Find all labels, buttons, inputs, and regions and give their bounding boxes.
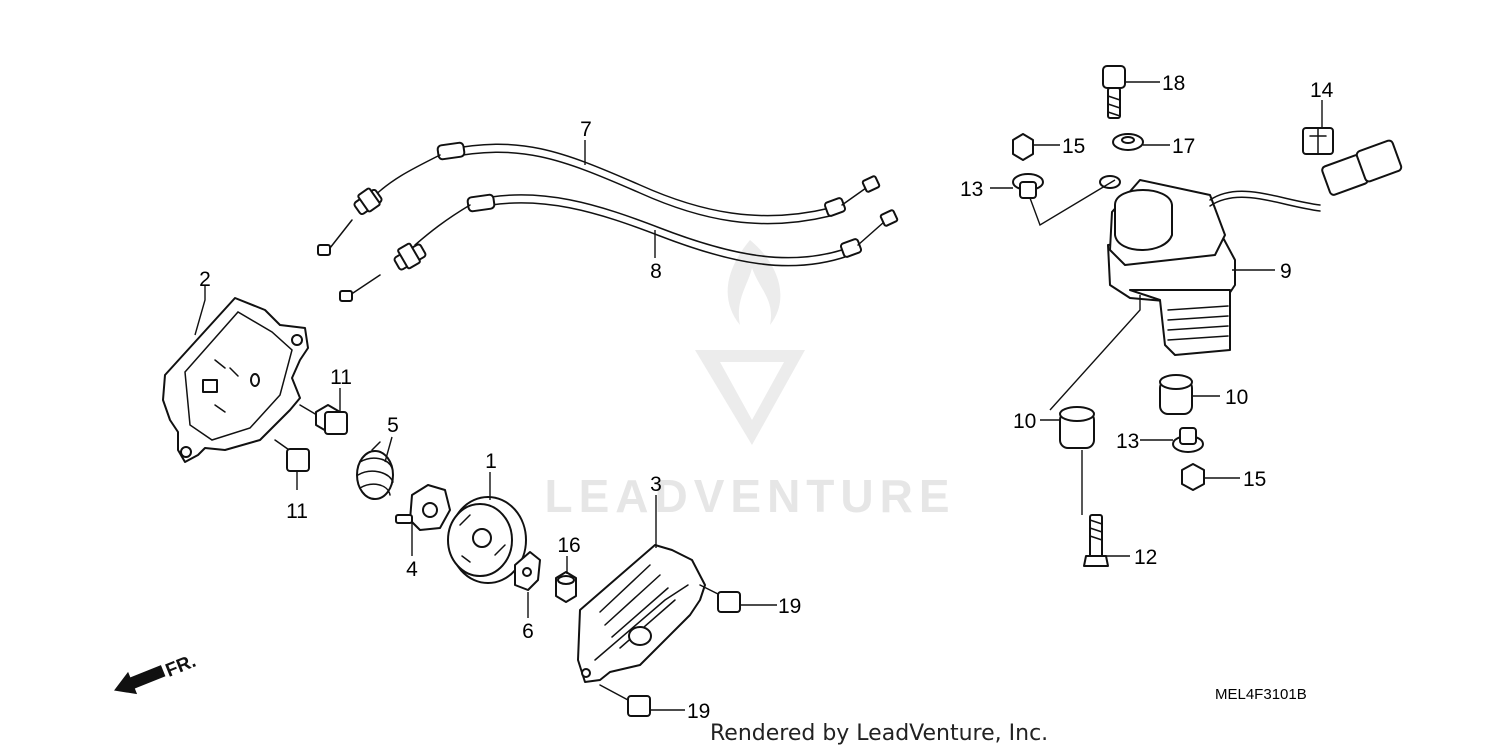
bolt-19-right [699, 584, 741, 613]
cable-8 [339, 193, 899, 302]
bolt-11-upper [299, 404, 348, 435]
callout-10-right: 10 [1225, 386, 1248, 409]
callout-6: 6 [522, 620, 534, 643]
callout-4: 4 [406, 558, 418, 581]
bolt-11-lower [274, 439, 310, 472]
collar-13-upper [1012, 173, 1044, 199]
callout-15-upper: 15 [1062, 135, 1085, 158]
callout-2: 2 [199, 268, 211, 291]
rubber-10-left [1059, 406, 1095, 449]
leader-lines [194, 81, 1323, 711]
bolt-18 [1102, 65, 1126, 119]
callout-19-bottom: 19 [687, 700, 710, 723]
collar-13-lower [1172, 427, 1204, 453]
watermark-text: LEADVENTURE [544, 470, 955, 522]
callout-11-upper: 11 [330, 366, 352, 389]
bolt-12 [1083, 514, 1109, 567]
front-label: FR. [163, 651, 199, 682]
plate-4 [395, 484, 451, 531]
callout-10-left: 10 [1013, 410, 1036, 433]
spring-5 [356, 441, 394, 500]
rendered-by-credit: Rendered by LeadVenture, Inc. [710, 721, 1048, 746]
callouts: 2 11 11 5 4 1 6 16 3 7 8 9 10 10 12 13 1… [199, 72, 1334, 723]
diagram-code: MEL4F3101B [1215, 686, 1307, 703]
pulley-1 [447, 496, 527, 584]
callout-5: 5 [387, 414, 399, 437]
plate-6 [514, 551, 541, 591]
callout-15-lower: 15 [1243, 468, 1266, 491]
cable-7 [317, 141, 881, 256]
arrow-left-icon [114, 665, 166, 695]
callout-16: 16 [557, 534, 580, 557]
callout-7: 7 [580, 118, 592, 141]
callout-12: 12 [1134, 546, 1157, 569]
washer-17 [1112, 133, 1144, 151]
callout-9: 9 [1280, 260, 1292, 283]
bolt-19-bottom [599, 684, 651, 717]
callout-13-upper: 13 [960, 178, 983, 201]
clip-14 [1302, 127, 1334, 155]
front-direction-indicator: FR. [114, 651, 199, 695]
bracket-3 [577, 544, 706, 683]
callout-11-lower: 11 [286, 500, 308, 523]
callout-3: 3 [650, 473, 662, 496]
actuator-9 [1099, 139, 1403, 356]
callout-19-right: 19 [778, 595, 801, 618]
cover-2 [162, 297, 309, 463]
callout-8: 8 [650, 260, 662, 283]
callout-17: 17 [1172, 135, 1195, 158]
callout-13-lower: 13 [1116, 430, 1139, 453]
callout-18: 18 [1162, 72, 1185, 95]
rubber-10-right [1159, 374, 1193, 415]
nut-15-upper [1012, 133, 1034, 161]
watermark: LEADVENTURE [544, 240, 955, 522]
nut-15-lower [1181, 463, 1205, 491]
nut-16 [555, 571, 577, 603]
callout-14: 14 [1310, 79, 1334, 102]
watermark-logo-icon [695, 240, 805, 445]
callout-1: 1 [485, 450, 497, 473]
